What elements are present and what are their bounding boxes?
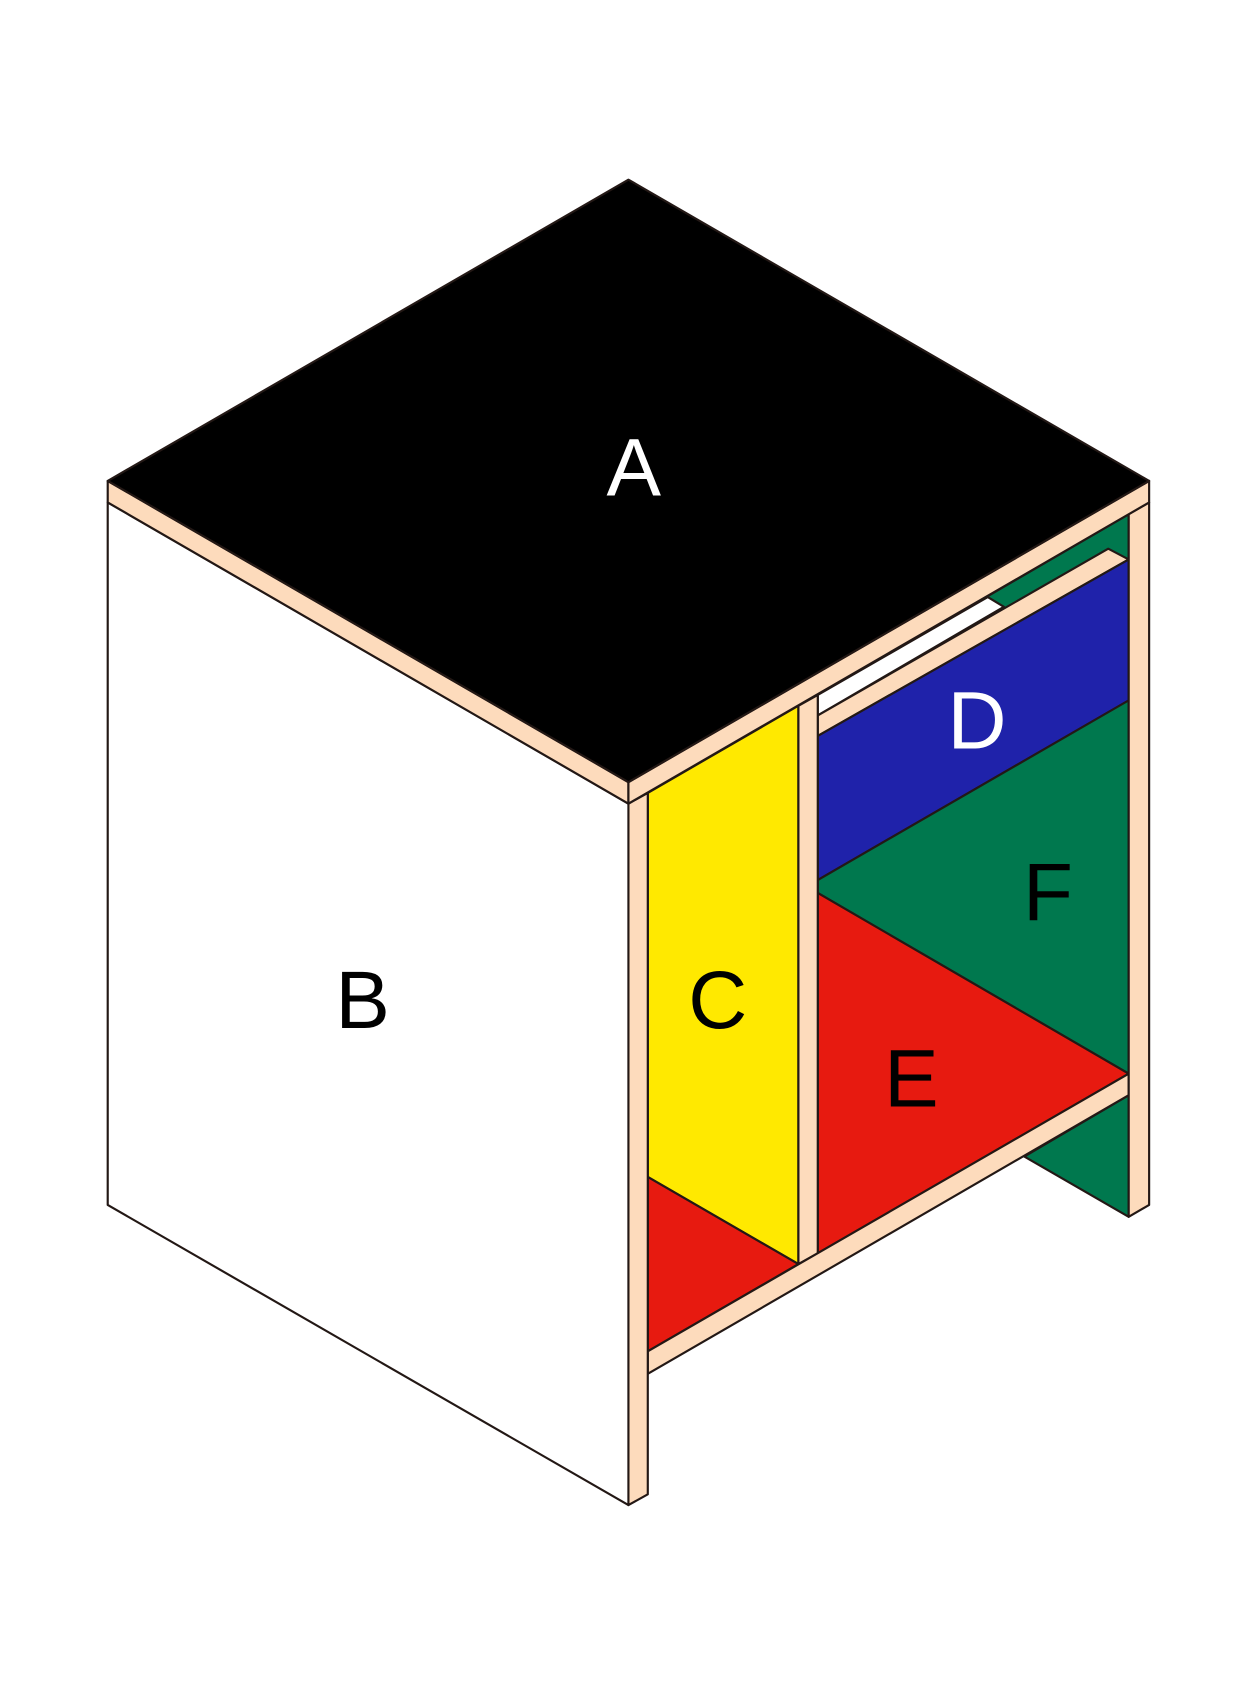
- label-b: B: [335, 955, 390, 1046]
- post-front: [627, 791, 649, 1507]
- post-middle: [797, 693, 819, 1266]
- label-c: C: [688, 955, 747, 1046]
- label-e: E: [884, 1034, 939, 1125]
- label-d: D: [947, 675, 1006, 766]
- post-right: [1127, 501, 1151, 1218]
- label-f: F: [1023, 847, 1073, 938]
- label-a: A: [607, 422, 662, 513]
- panel-a: [106, 178, 1151, 784]
